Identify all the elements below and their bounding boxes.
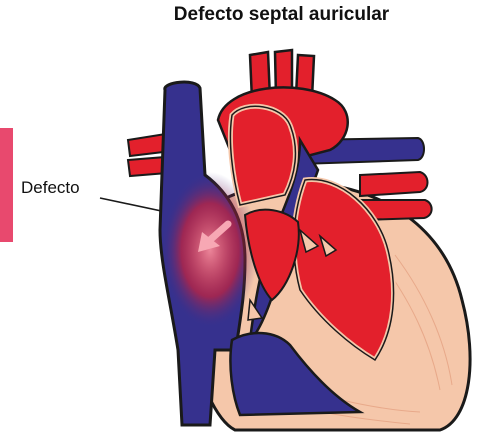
left-atrium (230, 106, 295, 205)
